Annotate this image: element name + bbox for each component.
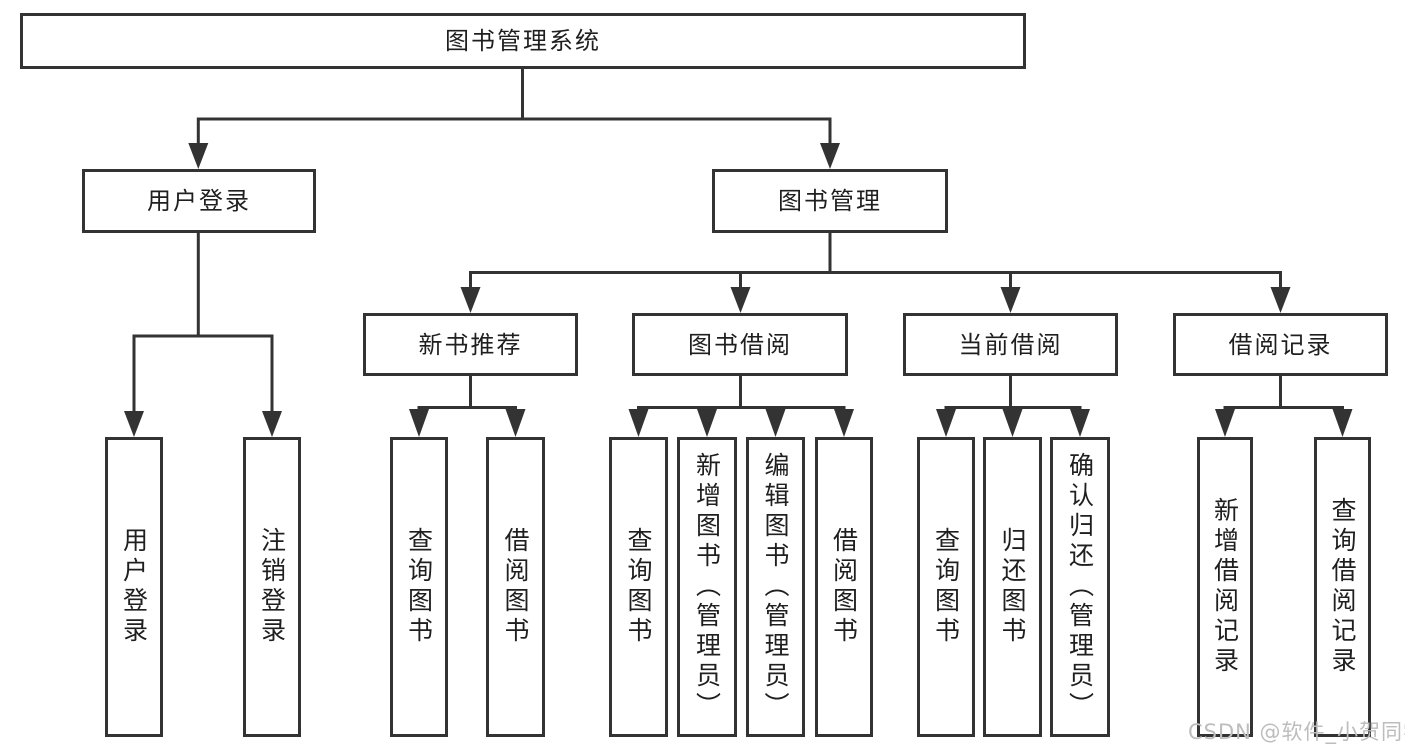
connector-arrowhead — [188, 143, 209, 169]
node-new-book-recommend: 新书推荐 — [363, 313, 578, 376]
connector-arrowhead — [834, 409, 854, 437]
connector-arrowhead — [730, 287, 751, 313]
watermark: CSDN @软件_小贺同学 — [1188, 720, 1405, 744]
connector-arrowhead — [460, 287, 481, 313]
connector-arrowhead — [1002, 409, 1023, 437]
connector-arrowhead — [505, 409, 526, 437]
leaf-query-books-borrowing: 查询图书 — [609, 437, 668, 737]
connector-arrowhead — [1332, 409, 1353, 437]
connector-arrowhead — [1070, 409, 1090, 437]
connector-level3-branch — [469, 271, 1282, 289]
leaf-user-login: 用户登录 — [105, 437, 163, 737]
connector-level2-branch — [196, 117, 832, 145]
connector-arrowhead — [820, 143, 840, 169]
connector-user-login-branch — [132, 334, 274, 413]
leaf-edit-books-admin: 编辑图书（管理员） — [746, 437, 805, 737]
connector-arrowhead — [409, 409, 429, 437]
connector-arrowhead — [262, 411, 282, 437]
node-book-borrowing: 图书借阅 — [632, 313, 848, 376]
connector-arrowhead — [1270, 287, 1291, 313]
leaf-add-books-admin: 新增图书（管理员） — [677, 437, 737, 737]
connector-arrowhead — [765, 409, 786, 437]
leaf-query-books-current: 查询图书 — [917, 437, 975, 737]
leaf-borrow-books-borrowing: 借阅图书 — [815, 437, 873, 737]
leaf-query-borrow-record: 查询借阅记录 — [1314, 437, 1371, 737]
node-user-login: 用户登录 — [82, 169, 316, 233]
connector-book-borrow-branch — [637, 406, 846, 411]
node-borrow-records: 借阅记录 — [1173, 313, 1388, 376]
leaf-query-books-recommend: 查询图书 — [390, 437, 448, 737]
leaf-borrow-books-recommend: 借阅图书 — [486, 437, 545, 737]
node-system-root: 图书管理系统 — [20, 13, 1026, 69]
connector-arrowhead — [1215, 409, 1235, 437]
leaf-return-books: 归还图书 — [983, 437, 1042, 737]
connector-arrowhead — [697, 409, 717, 437]
connector-new-book-branch — [417, 406, 517, 411]
connector-borrow-records-branch — [1223, 406, 1344, 411]
leaf-confirm-return-admin: 确认归还（管理员） — [1050, 437, 1110, 737]
connector-arrowhead — [936, 409, 956, 437]
connector-arrowhead — [1000, 287, 1021, 313]
node-book-management: 图书管理 — [712, 169, 948, 233]
leaf-logout: 注销登录 — [243, 437, 301, 737]
node-current-borrowing: 当前借阅 — [903, 313, 1118, 376]
connector-arrowhead — [628, 409, 649, 437]
leaf-add-borrow-record: 新增借阅记录 — [1197, 437, 1253, 737]
connector-arrowhead — [124, 411, 144, 437]
